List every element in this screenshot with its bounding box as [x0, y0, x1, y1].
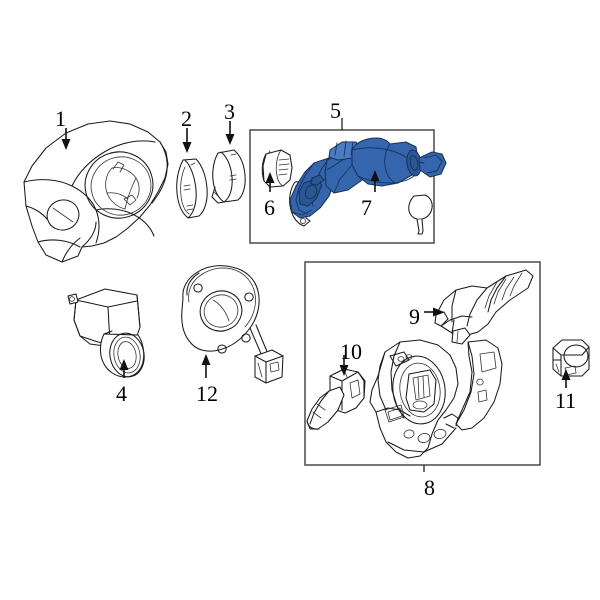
group-box-8: [304, 261, 541, 466]
callout-label-6: 6: [264, 195, 275, 220]
leader-2: [182, 128, 192, 153]
part-column-cover-ring: [176, 158, 208, 219]
callout-label-3: 3: [224, 99, 235, 124]
part-spiral-cable-clock-spring: [181, 265, 284, 384]
part-steering-column-shroud-cover: [23, 120, 169, 263]
part-combination-switch-body: [369, 339, 503, 459]
callout-label-5: 5: [330, 98, 341, 123]
part-ignition-lock-cylinder-and-housing: [289, 137, 447, 219]
part-hazard-switch-knob: [306, 368, 366, 430]
callout-label-2: 2: [181, 106, 192, 131]
leader-11: [561, 369, 571, 388]
leader-9: [424, 307, 444, 317]
callout-label-1: 1: [55, 106, 66, 131]
callout-label-8: 8: [424, 475, 435, 500]
callout-label-11: 11: [555, 388, 577, 413]
part-wiper-switch-stalk: [434, 269, 534, 345]
callout-label-10: 10: [340, 339, 362, 364]
leader-10: [339, 355, 349, 376]
part-immobilizer-control-module: [67, 288, 145, 378]
leader-6: [265, 172, 275, 192]
leader-3: [225, 121, 235, 145]
callout-label-12: 12: [196, 381, 218, 406]
leader-1: [61, 128, 71, 150]
part-ignition-key-blade: [408, 194, 433, 235]
part-column-cover-collar: [211, 149, 246, 204]
leader-7: [370, 170, 380, 192]
callout-label-9: 9: [409, 304, 420, 329]
callout-label-7: 7: [361, 195, 372, 220]
leader-4: [119, 359, 129, 378]
leader-12: [201, 354, 211, 378]
callout-label-4: 4: [116, 381, 127, 406]
part-steering-angle-sensor-switch: [552, 339, 590, 377]
